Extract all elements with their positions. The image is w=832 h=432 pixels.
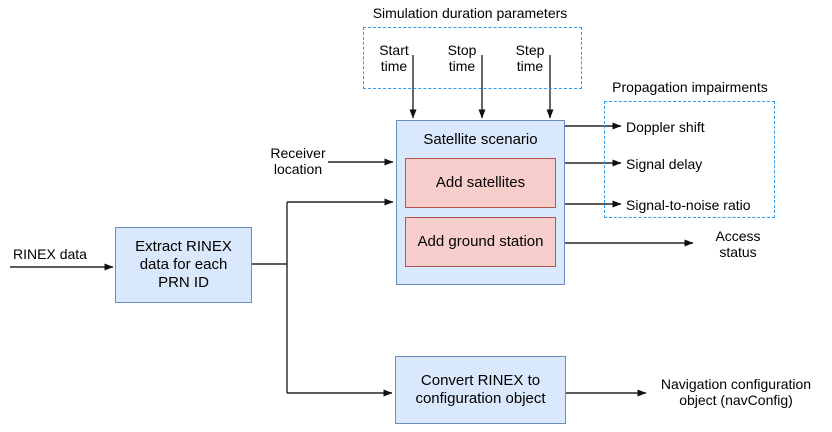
signal-delay-label: Signal delay	[626, 156, 703, 172]
signal-to-noise-label: Signal-to-noise ratio	[626, 197, 751, 213]
doppler-shift-label: Doppler shift	[626, 119, 705, 135]
propagation-dashed-box	[604, 101, 775, 218]
convert-rinex-block: Convert RINEX to configuration object	[395, 356, 566, 424]
extract-rinex-block: Extract RINEX data for each PRN ID	[115, 227, 252, 303]
step-time-label: Step time	[515, 42, 545, 74]
sim-duration-dashed-box	[363, 27, 582, 89]
rinex-data-label: RINEX data	[13, 246, 87, 262]
add-satellites-step: Add satellites	[405, 158, 556, 208]
stop-time-label: Stop time	[447, 42, 477, 74]
receiver-location-label: Receiver location	[270, 145, 326, 177]
access-status-label: Access status	[715, 228, 761, 260]
add-ground-station-step: Add ground station	[405, 217, 556, 267]
propagation-title: Propagation impairments	[612, 79, 768, 95]
satellite-scenario-title: Satellite scenario	[423, 131, 538, 148]
nav-config-label: Navigation configuration object (navConf…	[660, 376, 812, 408]
sim-duration-title: Simulation duration parameters	[372, 5, 568, 21]
start-time-label: Start time	[379, 42, 409, 74]
